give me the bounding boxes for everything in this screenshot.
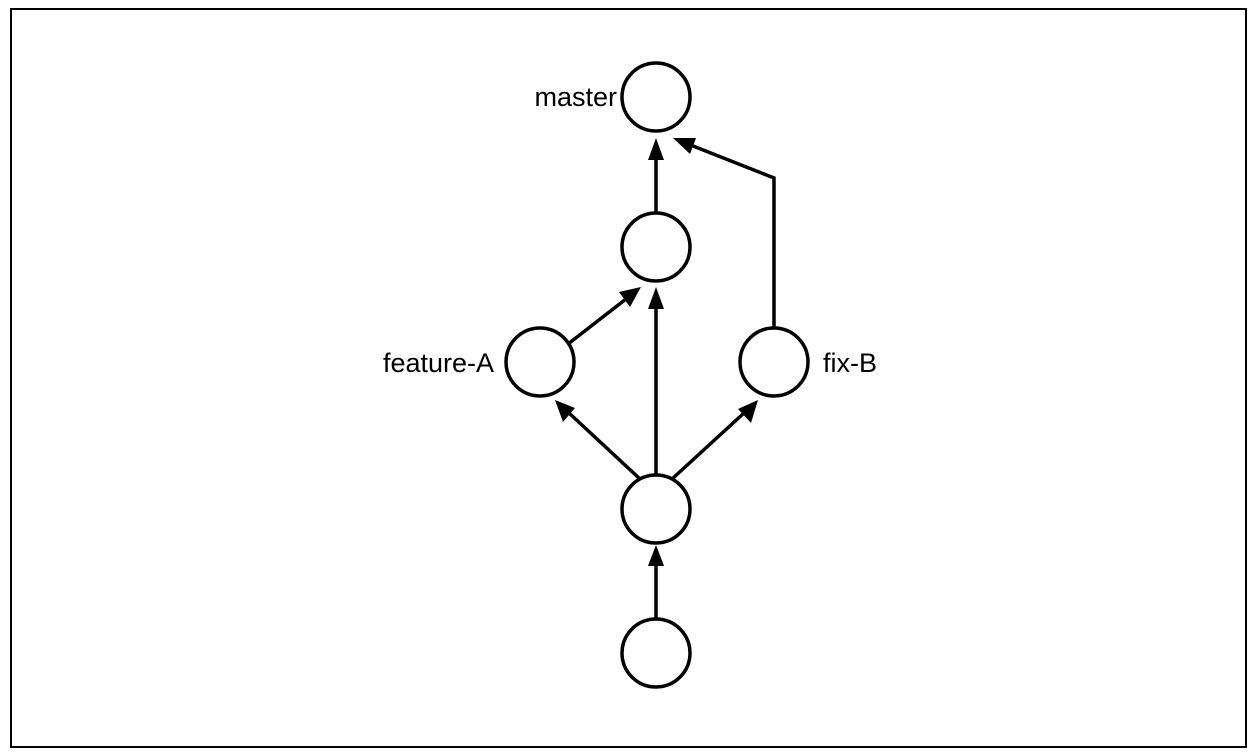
commit-node-c2 <box>620 473 692 545</box>
commit-node-c4 <box>738 326 810 398</box>
commit-node-c3 <box>504 326 576 398</box>
edge-c3-c5 <box>566 297 628 346</box>
commits-group <box>504 61 810 689</box>
edge-c4-c6 <box>692 144 776 327</box>
arrowhead-c4-c6 <box>673 138 696 154</box>
arrowhead-c2-c5 <box>648 287 664 309</box>
arrowhead-c5-c6 <box>648 138 664 160</box>
edge-c2-c3 <box>567 411 642 481</box>
arrowhead-c2-c3 <box>555 400 575 422</box>
commit-node-c5 <box>620 211 692 283</box>
arrowhead-c2-c4 <box>738 400 758 423</box>
branch-label-fix-b: fix-B <box>823 348 877 378</box>
diagram-frame <box>10 8 1247 748</box>
arrowhead-c1-c2 <box>648 545 664 566</box>
labels-group: master feature-A fix-B <box>383 82 877 378</box>
commit-node-c6 <box>620 61 692 133</box>
branch-label-master: master <box>534 82 617 112</box>
edges-group <box>555 138 776 619</box>
edge-c2-c4 <box>670 411 746 481</box>
commit-node-c1 <box>620 617 692 689</box>
branch-label-feature-a: feature-A <box>383 348 494 378</box>
arrowhead-c3-c5 <box>619 287 641 307</box>
